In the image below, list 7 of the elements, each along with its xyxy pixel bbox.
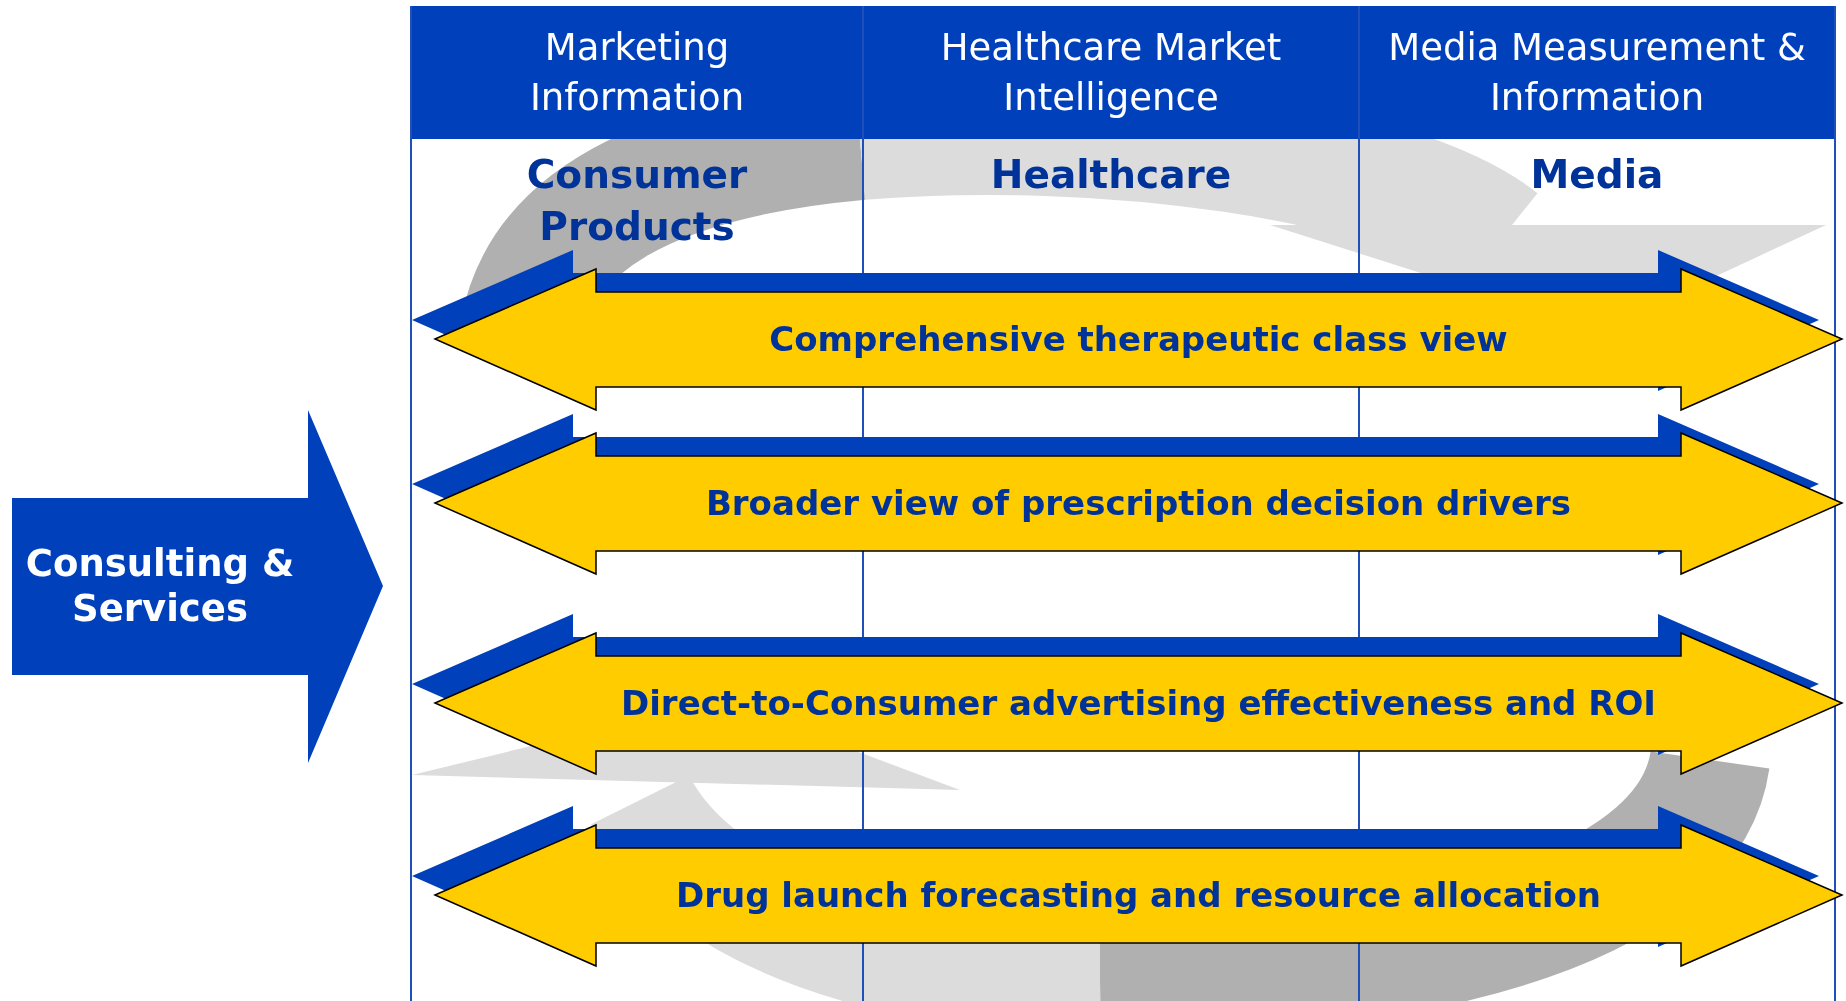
column-title: Healthcare: [989, 151, 1233, 199]
arrow-shape: Consulting & Services: [12, 410, 383, 763]
column-header: Healthcare Market Intelligence: [864, 6, 1358, 139]
column-title: Media: [1529, 151, 1665, 199]
column-header: Marketing Information: [412, 6, 862, 139]
column-header: Media Measurement & Information: [1360, 6, 1834, 139]
column-title: Consumer Products: [525, 151, 749, 251]
